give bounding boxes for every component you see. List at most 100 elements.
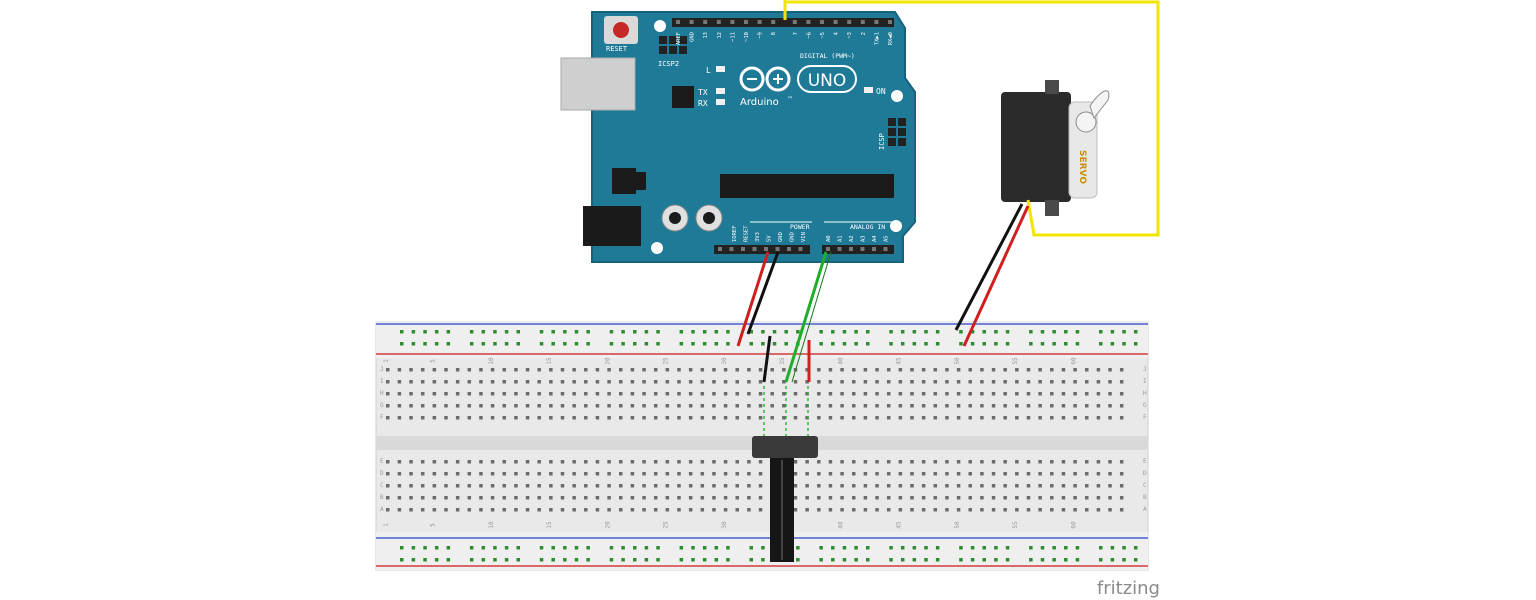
breadboard-hole (898, 508, 903, 512)
breadboard-hole (619, 484, 623, 488)
rail-hole (1040, 546, 1045, 550)
breadboard-hole (1085, 404, 1089, 408)
breadboard-hole (968, 508, 972, 512)
rail-hole (796, 330, 800, 334)
breadboard-hole (1050, 472, 1054, 476)
digital-pin-label: ~5 (820, 32, 826, 39)
breadboard-hole (735, 368, 739, 372)
breadboard-hole (525, 508, 530, 512)
digital-pin-hole (744, 20, 748, 24)
breadboard-column-numbers: 1155101015152020252530303535404045455050… (383, 357, 1077, 529)
breadboard-hole (584, 404, 588, 408)
breadboard-hole (397, 368, 402, 372)
rail-hole (469, 342, 474, 346)
breadboard-hole (467, 380, 472, 384)
breadboard-hole (1038, 472, 1042, 476)
breadboard-hole (677, 368, 681, 372)
analog-pin-hole (826, 247, 830, 251)
rail-hole (574, 558, 579, 562)
breadboard-hole (921, 484, 926, 488)
rail-hole (970, 342, 975, 346)
rail-hole (411, 546, 416, 550)
breadboard-hole (1096, 380, 1101, 384)
breadboard-hole (1015, 416, 1019, 420)
usb-port (560, 57, 636, 111)
breadboard-hole (1015, 484, 1019, 488)
breadboard-hole (665, 404, 670, 408)
breadboard-hole (630, 460, 635, 464)
breadboard-hole (1026, 416, 1031, 420)
led-l-label: L (706, 66, 711, 75)
breadboard-hole (619, 404, 623, 408)
breadboard-hole (793, 508, 798, 512)
breadboard-hole (1096, 472, 1101, 476)
digital-pin-hole (820, 20, 824, 24)
rail-hole (702, 558, 707, 562)
breadboard-hole (991, 416, 996, 420)
rail-hole (1110, 558, 1115, 562)
rail-hole (959, 330, 963, 334)
breadboard-hole (991, 392, 996, 396)
breadboard-hole (840, 416, 844, 420)
rail-hole (1133, 546, 1138, 550)
column-number: 55 (1012, 357, 1019, 365)
breadboard-hole (805, 416, 809, 420)
breadboard-hole (1003, 404, 1007, 408)
breadboard-hole (747, 484, 751, 488)
rail-hole (1133, 330, 1138, 334)
rail-hole (539, 558, 544, 562)
breadboard-hole (619, 392, 623, 396)
breadboard-hole (479, 496, 483, 500)
breadboard-hole (688, 380, 693, 384)
breadboard-hole (1085, 380, 1089, 384)
column-number: 20 (604, 357, 611, 365)
analog-pin-label: A5 (884, 235, 890, 242)
rail-hole (749, 546, 753, 550)
rail-hole (1029, 546, 1033, 550)
breadboard-hole (1119, 460, 1124, 464)
breadboard-hole (677, 380, 681, 384)
breadboard-hole (910, 368, 914, 372)
breadboard-hole (677, 484, 681, 488)
rail-hole (679, 546, 684, 550)
breadboard-hole (1119, 508, 1124, 512)
digital-pin-label: 13 (703, 32, 709, 39)
rail-hole (959, 342, 963, 346)
digital-pin-label: AREF (676, 32, 682, 45)
row-letter: A (1143, 506, 1147, 513)
breadboard-hole (886, 416, 891, 420)
rail-hole (714, 546, 719, 550)
trademark: ™ (787, 96, 793, 103)
breadboard-hole (467, 472, 472, 476)
rail-hole (434, 330, 439, 334)
breadboard-hole (933, 404, 938, 408)
digital-pin-label: 8 (771, 32, 777, 35)
icsp2-pin (659, 36, 667, 44)
breadboard-hole (945, 460, 949, 464)
breadboard-hole (945, 508, 949, 512)
breadboard-hole (688, 472, 693, 476)
rail-hole (959, 546, 963, 550)
breadboard-hole (1108, 416, 1112, 420)
rail-hole (1052, 546, 1056, 550)
breadboard-hole (840, 496, 844, 500)
breadboard-hole (653, 472, 658, 476)
breadboard-hole (910, 404, 914, 408)
rail-hole (586, 546, 590, 550)
breadboard-hole (968, 392, 972, 396)
breadboard-hole (1073, 496, 1077, 500)
rail-hole (574, 546, 579, 550)
breadboard-hole (828, 416, 833, 420)
rail-hole (819, 558, 823, 562)
breadboard-hole (479, 460, 483, 464)
breadboard-hole (956, 496, 961, 500)
breadboard-hole (514, 508, 518, 512)
breadboard-hole (898, 368, 903, 372)
breadboard-hole (747, 508, 751, 512)
rail-hole (854, 546, 858, 550)
rail-hole (621, 330, 625, 334)
breadboard-hole (432, 392, 437, 396)
breadboard-hole (479, 484, 483, 488)
breadboard-hole (1015, 472, 1019, 476)
column-number: 5 (430, 523, 437, 527)
